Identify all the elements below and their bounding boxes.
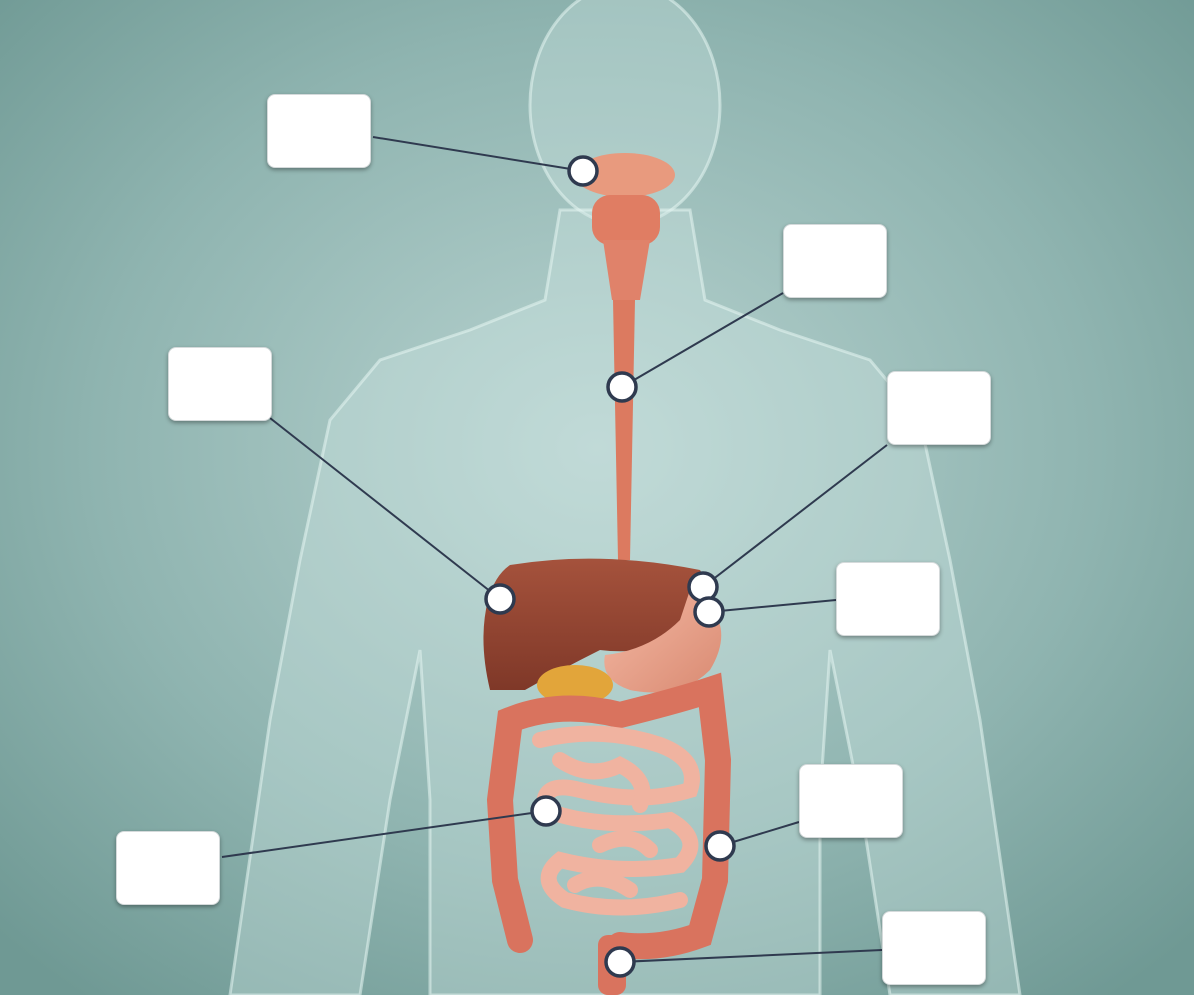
marker-small-intestine[interactable] [532,797,560,825]
marker-liver[interactable] [486,585,514,613]
marker-large-intestine[interactable] [706,832,734,860]
marker-mouth[interactable] [569,157,597,185]
label-box-stomach[interactable] [836,562,940,636]
label-box-liver[interactable] [168,347,272,421]
label-box-mouth[interactable] [267,94,371,168]
label-box-small-intestine[interactable] [116,831,220,905]
marker-esophagus[interactable] [608,373,636,401]
label-box-upper-stomach[interactable] [887,371,991,445]
label-box-large-intestine[interactable] [799,764,903,838]
marker-stomach[interactable] [695,598,723,626]
label-box-esophagus[interactable] [783,224,887,298]
label-box-rectum[interactable] [882,911,986,985]
marker-rectum[interactable] [606,948,634,976]
